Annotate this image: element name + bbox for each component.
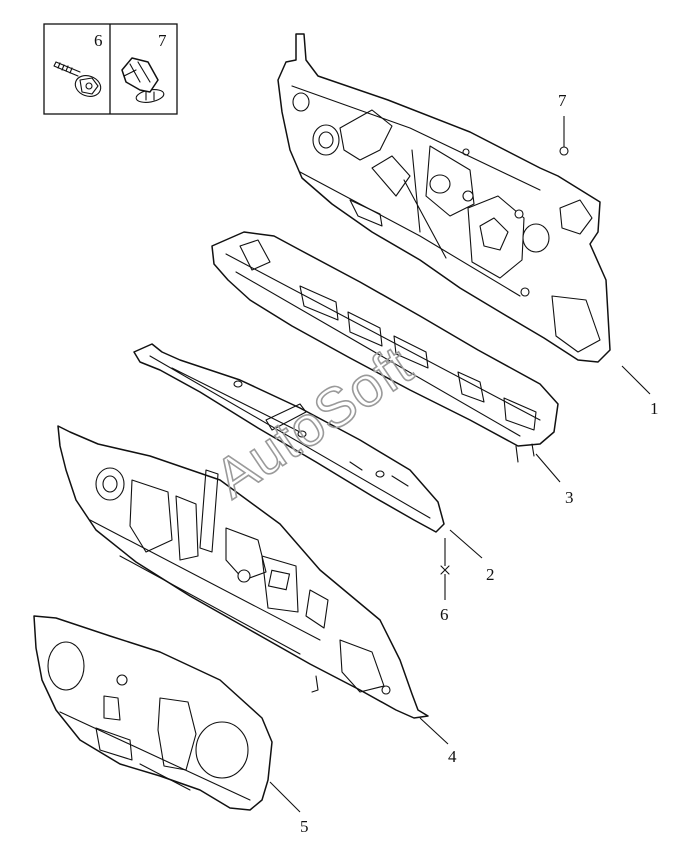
callout-2: 2: [486, 565, 495, 584]
callout-4: 4: [448, 747, 457, 766]
fastener-legend: 6 7: [43, 23, 178, 115]
clip-icon: [121, 57, 165, 103]
bolt-icon: [53, 61, 102, 97]
callout-6: 6: [440, 605, 449, 624]
leader-lines: [269, 365, 651, 813]
part-3-cowl-cross-member: [211, 231, 559, 463]
part-2-lower-cowl-bar: [133, 343, 445, 533]
callout-3: 3: [565, 488, 574, 507]
legend-number-clip: 7: [158, 31, 167, 50]
part-1-upper-dash-panel: [277, 33, 611, 363]
callout-5: 5: [300, 817, 309, 836]
callout-1: 1: [650, 399, 659, 418]
part-5-dash-insulator: [33, 615, 273, 811]
bolt-marker: [440, 538, 450, 600]
callout-7: 7: [558, 91, 567, 110]
legend-number-bolt: 6: [94, 31, 103, 50]
part-4-dash-panel: [57, 425, 429, 719]
clip-marker: [559, 116, 569, 156]
